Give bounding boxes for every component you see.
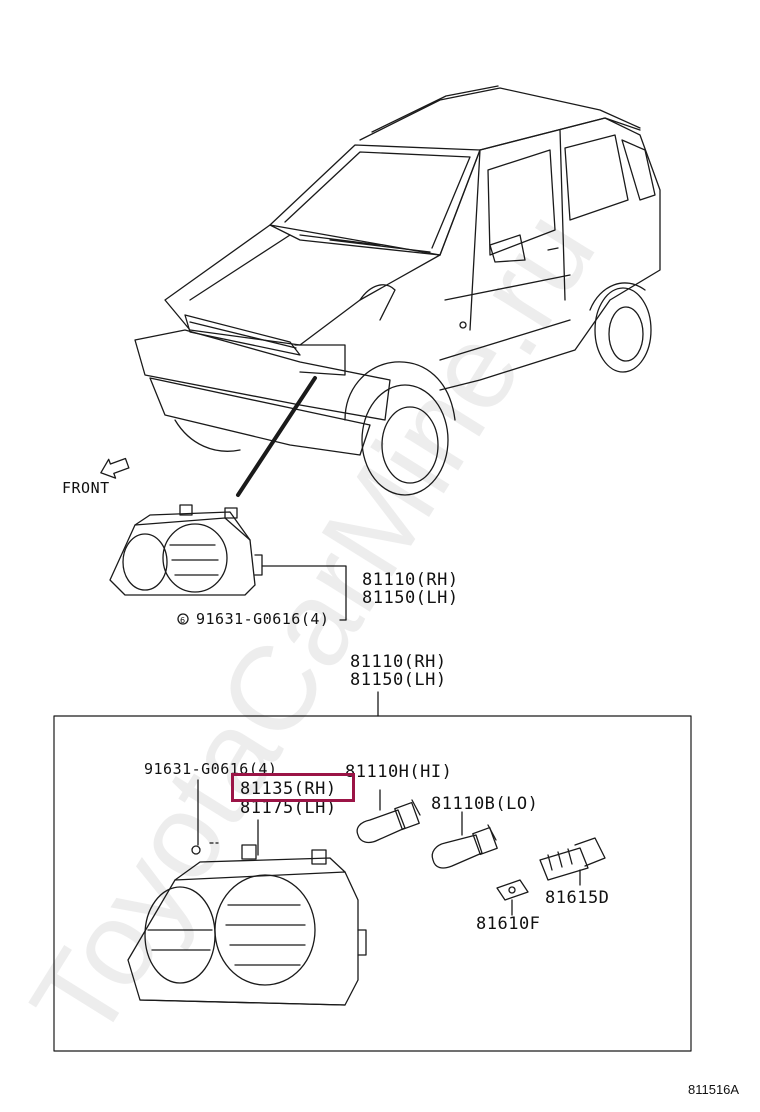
lens-part-lh[interactable]: 81175(LH) [240,798,337,818]
overview-headlamp: 6 [109,504,347,625]
assembly-part-lh[interactable]: 81150(LH) [350,670,447,690]
detail-headlamp [127,844,367,1006]
assembly-box [53,715,692,1052]
clip-icon [496,879,529,916]
socket-part[interactable]: 81615D [545,888,610,908]
vehicle-illustration [134,85,661,497]
arrow-icon [100,457,130,479]
overview-screw-part[interactable]: 91631-G0616(4) [196,610,330,628]
socket-icon [539,837,606,886]
overview-part-lh[interactable]: 81150(LH) [362,588,459,608]
assembly-part-rh[interactable]: 81110(RH) [350,652,447,672]
front-label: FRONT [62,479,110,497]
bulb-hi-icon [356,789,421,844]
diagram-id: 811516A [688,1082,740,1097]
overview-part-rh[interactable]: 81110(RH) [362,570,459,590]
bulb-lo-part[interactable]: 81110B(LO) [431,794,539,814]
bulb-lo-icon [431,811,498,869]
screw-part[interactable]: 91631-G0616(4) [144,760,278,778]
lens-part-rh[interactable]: 81135(RH) [240,779,337,799]
clip-part[interactable]: 81610F [476,914,541,934]
svg-text:6: 6 [180,616,185,625]
bulb-hi-part[interactable]: 81110H(HI) [345,762,453,782]
selected-part-highlight [231,773,355,802]
